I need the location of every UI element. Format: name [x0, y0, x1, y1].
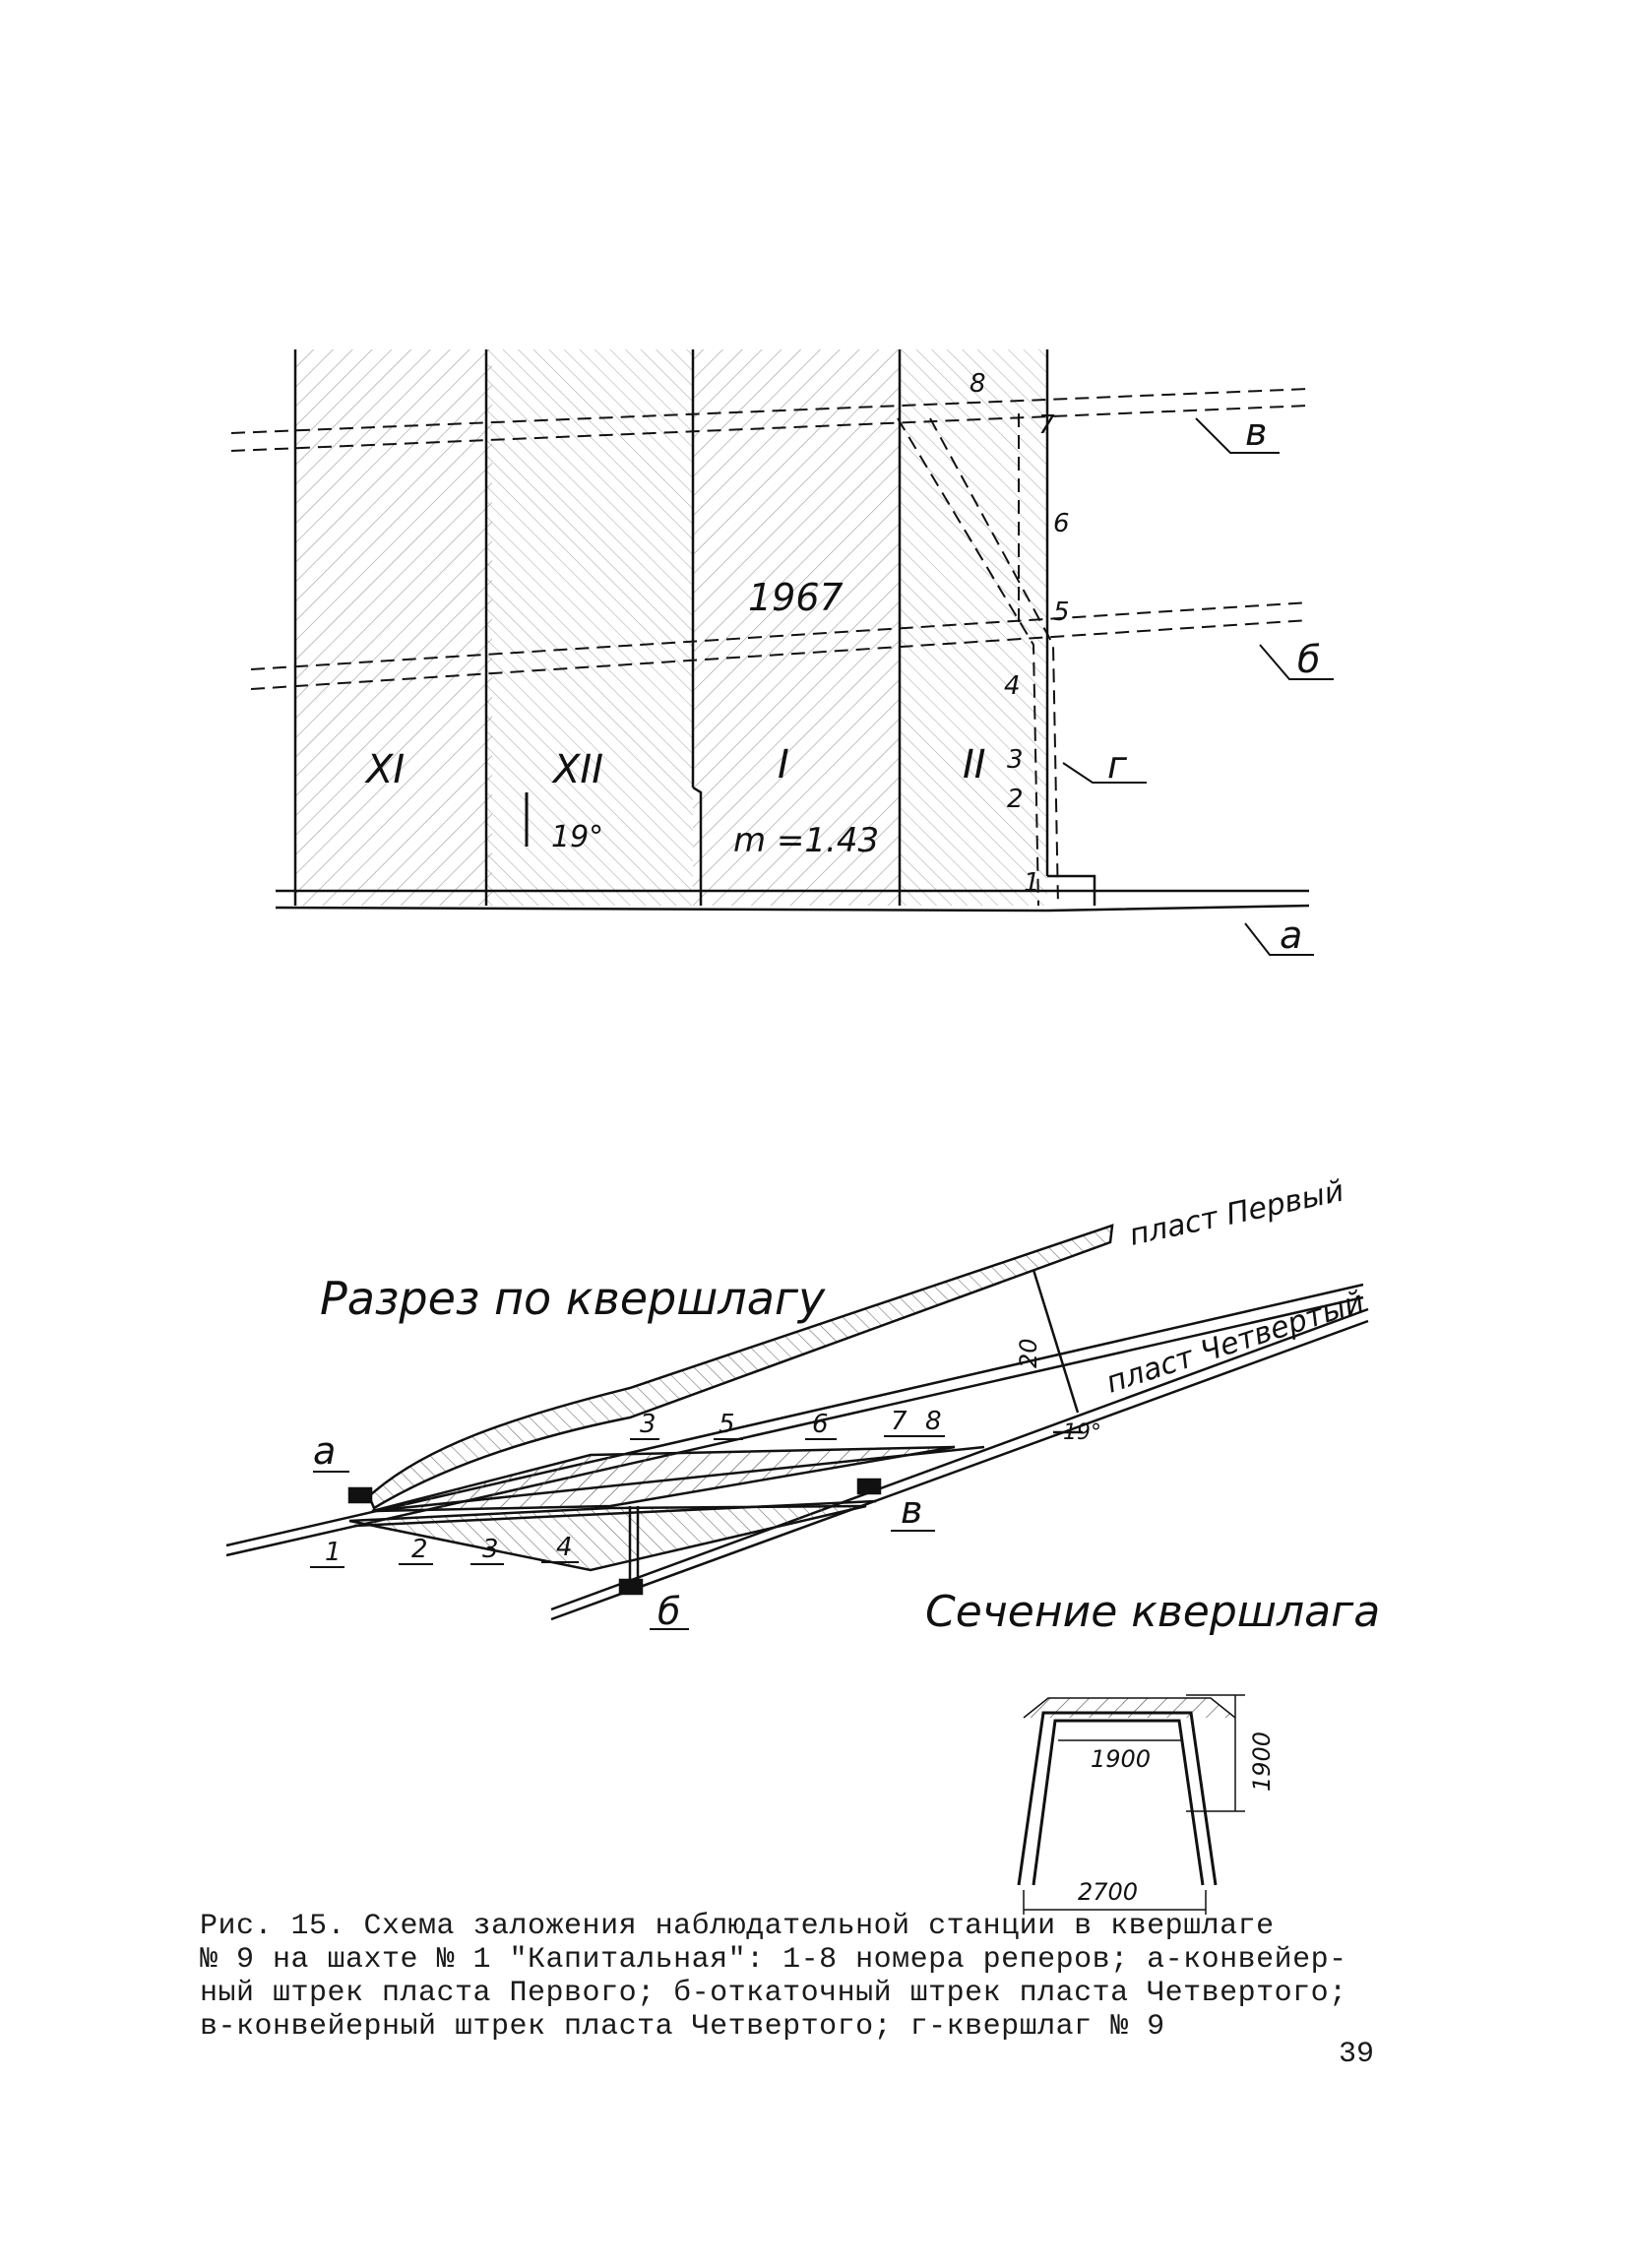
crosscut-profile: Сечение квершлага 1900 1900 2700 [925, 1587, 1380, 1915]
top-benchmark-8: 8 [925, 1407, 942, 1436]
benchmark-1: 1 [1024, 868, 1040, 898]
benchmark-3: 3 [1007, 745, 1024, 775]
benchmark-7: 7 [1038, 410, 1055, 440]
label-v-plan: в [1245, 410, 1267, 454]
bottom-benchmark-4: 4 [556, 1533, 573, 1562]
top-benchmark-7: 7 [891, 1407, 907, 1436]
distance-label: 20 [1015, 1338, 1042, 1368]
bottom-benchmark-3: 3 [482, 1535, 499, 1564]
benchmark-4: 4 [1004, 671, 1021, 701]
top-width-label: 1900 [1091, 1745, 1151, 1773]
label-b-plan: б [1297, 638, 1320, 681]
panel-label-xi: XI [364, 747, 405, 792]
panel-label-i: I [778, 742, 789, 788]
benchmark-6: 6 [1053, 509, 1070, 538]
benchmark-8: 8 [970, 369, 986, 399]
benchmark-2: 2 [1007, 785, 1024, 814]
label-g-plan: г [1107, 743, 1128, 787]
year-label: 1967 [748, 576, 844, 619]
seam-first-label: пласт Первый [1126, 1174, 1346, 1253]
plan-view: XI XII I II 1967 19° m =1.43 1 2 3 4 5 6… [230, 349, 1334, 957]
seam-fourth-label: пласт Четвертый [1102, 1285, 1368, 1401]
panel-label-ii: II [963, 742, 986, 788]
label-b-section: б [657, 1590, 680, 1633]
bottom-width-label: 2700 [1078, 1878, 1138, 1906]
label-a-section: а [313, 1429, 336, 1473]
panel-xii-area [486, 349, 693, 906]
panel-xi-area [295, 349, 492, 906]
panel-i-area [693, 349, 900, 906]
panel-label-xii: XII [551, 747, 603, 792]
profile-title: Сечение квершлага [925, 1587, 1380, 1637]
top-benchmark-5: 5 [719, 1410, 735, 1439]
section-title: Разрез по квершлагу [320, 1272, 826, 1325]
crosscut-section: Разрез по квершлагу пласт Первый пласт Ч… [225, 1174, 1369, 1633]
dip-label: 19° [551, 820, 603, 854]
label-a-plan: а [1280, 914, 1302, 957]
bottom-benchmark-1: 1 [325, 1538, 342, 1567]
benchmark-5: 5 [1053, 598, 1070, 627]
height-label: 1900 [1248, 1732, 1276, 1792]
top-benchmark-6: 6 [812, 1410, 829, 1439]
section-dip-label: 19° [1063, 1420, 1101, 1445]
bottom-benchmark-2: 2 [411, 1535, 428, 1564]
figure-caption: Рис. 15. Схема заложения наблюдательной … [200, 1910, 1347, 2044]
top-benchmark-3: 3 [640, 1410, 657, 1439]
label-v-section: в [901, 1488, 922, 1532]
thickness-label: m =1.43 [733, 821, 879, 860]
page-number: 39 [1339, 2038, 1375, 2071]
